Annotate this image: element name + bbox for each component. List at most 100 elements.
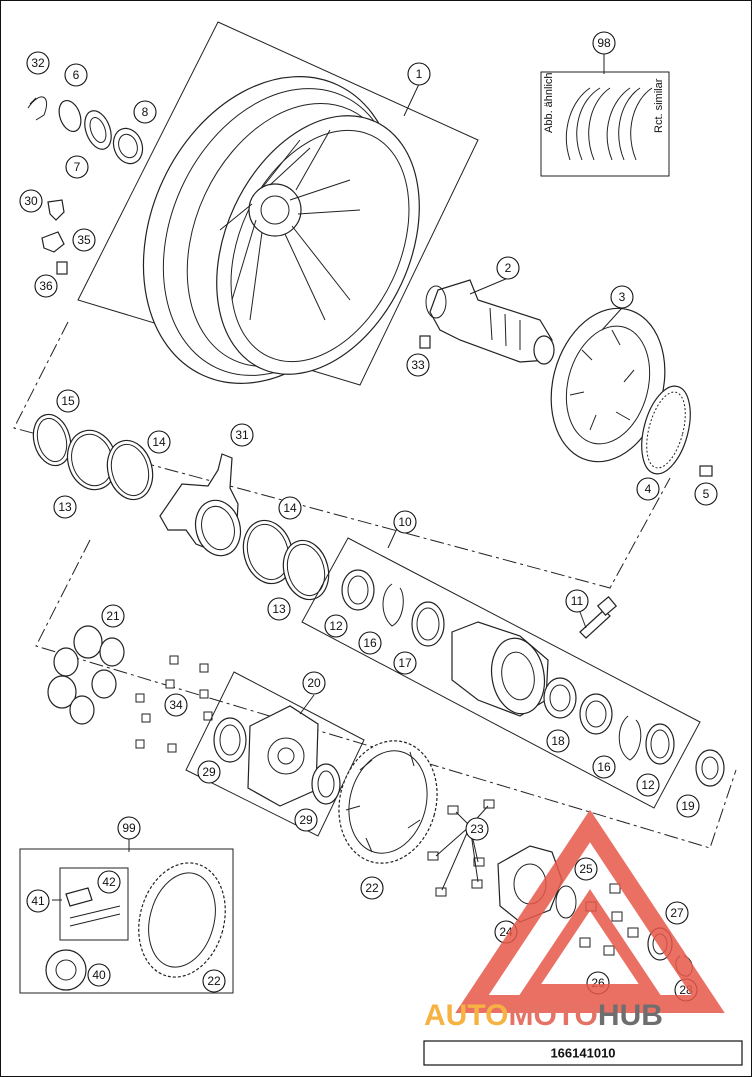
callout-30: 30 <box>19 189 43 213</box>
callout-31: 31 <box>230 423 254 447</box>
callout-12b: 12 <box>636 773 660 797</box>
svg-text:14: 14 <box>152 435 166 449</box>
svg-text:36: 36 <box>39 279 53 293</box>
similar-parts-box: Abb. ähnlich Rct. similar <box>540 71 670 177</box>
bearing-kit-box <box>301 537 701 809</box>
svg-text:33: 33 <box>411 358 425 372</box>
svg-text:4: 4 <box>645 482 652 496</box>
svg-text:42: 42 <box>102 875 116 889</box>
svg-text:19: 19 <box>681 799 695 813</box>
callout-8: 8 <box>133 100 157 124</box>
svg-text:10: 10 <box>398 515 412 529</box>
svg-text:41: 41 <box>31 894 45 908</box>
svg-text:6: 6 <box>73 68 80 82</box>
callout-23: 23 <box>465 817 489 841</box>
callout-21: 21 <box>101 604 125 628</box>
callout-16a: 16 <box>358 631 382 655</box>
callout-29b: 29 <box>294 808 318 832</box>
watermark-logo: AUTOMOTOHUB <box>424 809 725 1032</box>
svg-text:25: 25 <box>579 862 593 876</box>
callout-6: 6 <box>64 63 88 87</box>
callout-4: 4 <box>636 477 660 501</box>
callout-14b: 14 <box>278 496 302 520</box>
svg-text:11: 11 <box>571 594 584 608</box>
watermark-text: AUTOMOTOHUB <box>424 999 663 1032</box>
svg-text:1: 1 <box>416 67 423 81</box>
svg-text:23: 23 <box>470 822 484 836</box>
callout-5: 5 <box>694 482 718 506</box>
callout-20: 20 <box>302 671 326 695</box>
svg-text:16: 16 <box>597 760 611 774</box>
callout-25: 25 <box>574 857 598 881</box>
part-number-box: 166141010 <box>423 1040 743 1066</box>
callout-40: 40 <box>87 963 111 987</box>
svg-text:20: 20 <box>307 676 321 690</box>
similar-label-en: Rct. similar <box>653 78 665 133</box>
svg-text:21: 21 <box>106 609 120 623</box>
svg-text:29: 29 <box>299 813 313 827</box>
seal-rings-left <box>32 413 154 501</box>
rear-sprocket <box>338 740 438 864</box>
callout-35: 35 <box>72 228 96 252</box>
callout-33: 33 <box>406 353 430 377</box>
svg-text:31: 31 <box>235 428 249 442</box>
callout-17: 17 <box>393 651 417 675</box>
svg-text:5: 5 <box>703 487 710 501</box>
brake-disc <box>550 307 666 463</box>
svg-text:35: 35 <box>77 233 91 247</box>
callout-99: 99 <box>117 816 141 840</box>
damper-set <box>47 625 213 753</box>
callout-1: 1 <box>407 62 431 86</box>
svg-text:13: 13 <box>272 602 286 616</box>
svg-text:30: 30 <box>24 194 38 208</box>
callout-10: 10 <box>393 510 417 534</box>
callout-3: 3 <box>610 285 634 309</box>
callout-13b: 13 <box>267 597 291 621</box>
sprocket-carrier-box <box>185 671 365 837</box>
callout-29a: 29 <box>197 760 221 784</box>
callout-22a: 22 <box>360 876 384 900</box>
callout-98: 98 <box>592 31 616 55</box>
sensor-ring <box>641 385 713 477</box>
svg-text:8: 8 <box>142 105 149 119</box>
svg-text:22: 22 <box>365 881 379 895</box>
spacer-19 <box>695 749 725 787</box>
svg-text:14: 14 <box>283 501 297 515</box>
callout-42: 42 <box>97 870 121 894</box>
callout-34: 34 <box>164 693 188 717</box>
svg-text:22: 22 <box>207 974 221 988</box>
svg-text:99: 99 <box>122 821 136 835</box>
svg-text:7: 7 <box>74 160 81 174</box>
callout-41: 41 <box>26 889 50 913</box>
sprocket-bolts <box>427 799 495 897</box>
brake-caliper-carrier <box>159 453 242 557</box>
svg-text:13: 13 <box>58 500 72 514</box>
rear-wheel <box>77 21 479 386</box>
leader-lines <box>52 52 623 901</box>
seal-rings-right <box>242 519 330 601</box>
svg-text:3: 3 <box>619 290 626 304</box>
svg-text:29: 29 <box>202 765 216 779</box>
callout-16b: 16 <box>592 755 616 779</box>
callout-15: 15 <box>56 389 80 413</box>
svg-text:32: 32 <box>31 56 45 70</box>
callout-18: 18 <box>546 729 570 753</box>
svg-text:98: 98 <box>597 36 611 50</box>
hub-shaft <box>419 279 555 365</box>
similar-label-de: Abb. ähnlich <box>543 72 555 133</box>
svg-text:17: 17 <box>398 656 412 670</box>
axle-bolt <box>579 596 618 639</box>
callout-22b: 22 <box>202 969 226 993</box>
svg-text:18: 18 <box>551 734 565 748</box>
callout-13a: 13 <box>53 495 77 519</box>
svg-text:12: 12 <box>641 778 655 792</box>
valve-parts <box>27 96 144 275</box>
callout-14a: 14 <box>147 430 171 454</box>
callout-32: 32 <box>26 51 50 75</box>
drive-kit-box <box>19 848 234 994</box>
callout-27: 27 <box>665 901 689 925</box>
callout-36: 36 <box>34 274 58 298</box>
svg-text:12: 12 <box>329 619 343 633</box>
callout-2: 2 <box>496 256 520 280</box>
